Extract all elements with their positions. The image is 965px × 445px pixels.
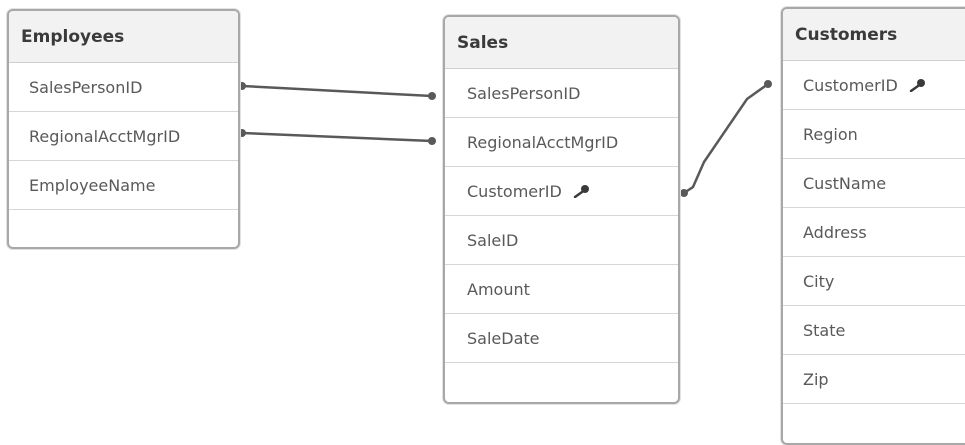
field-sales-saledate[interactable]: SaleDate: [445, 314, 678, 363]
key-icon: [909, 79, 925, 92]
table-customers[interactable]: Customers CustomerID Region CustName Add…: [781, 7, 965, 445]
field-customers-region[interactable]: Region: [783, 110, 965, 159]
link-customerid: [680, 80, 772, 197]
field-sales-salespersonid[interactable]: SalesPersonID: [445, 69, 678, 118]
table-sales[interactable]: Sales SalesPersonID RegionalAcctMgrID Cu…: [443, 15, 680, 404]
link-endpoint: [428, 137, 436, 145]
field-sales-customerid[interactable]: CustomerID: [445, 167, 678, 216]
field-sales-regionalacctmgrid[interactable]: RegionalAcctMgrID: [445, 118, 678, 167]
field-sales-saleid[interactable]: SaleID: [445, 216, 678, 265]
empty-row: [783, 404, 965, 434]
field-label: CustomerID: [467, 181, 562, 201]
link-regionalacctmgrid: [238, 129, 436, 145]
field-customers-zip[interactable]: Zip: [783, 355, 965, 404]
table-title-sales: Sales: [445, 17, 678, 69]
table-title-employees: Employees: [9, 11, 238, 63]
field-employees-employeename[interactable]: EmployeeName: [9, 161, 238, 210]
field-customers-state[interactable]: State: [783, 306, 965, 355]
key-icon: [573, 185, 589, 198]
link-endpoint: [428, 92, 436, 100]
field-employees-salespersonid[interactable]: SalesPersonID: [9, 63, 238, 112]
field-customers-address[interactable]: Address: [783, 208, 965, 257]
field-sales-amount[interactable]: Amount: [445, 265, 678, 314]
link-salespersonid: [238, 82, 436, 100]
table-employees[interactable]: Employees SalesPersonID RegionalAcctMgrI…: [7, 9, 240, 249]
field-customers-customerid[interactable]: CustomerID: [783, 61, 965, 110]
link-endpoint: [680, 189, 688, 197]
table-title-customers: Customers: [783, 9, 965, 61]
field-customers-custname[interactable]: CustName: [783, 159, 965, 208]
empty-row: [445, 363, 678, 393]
field-employees-regionalacctmgrid[interactable]: RegionalAcctMgrID: [9, 112, 238, 161]
field-label: CustomerID: [803, 75, 898, 95]
field-customers-city[interactable]: City: [783, 257, 965, 306]
empty-row: [9, 210, 238, 240]
link-endpoint: [764, 80, 772, 88]
